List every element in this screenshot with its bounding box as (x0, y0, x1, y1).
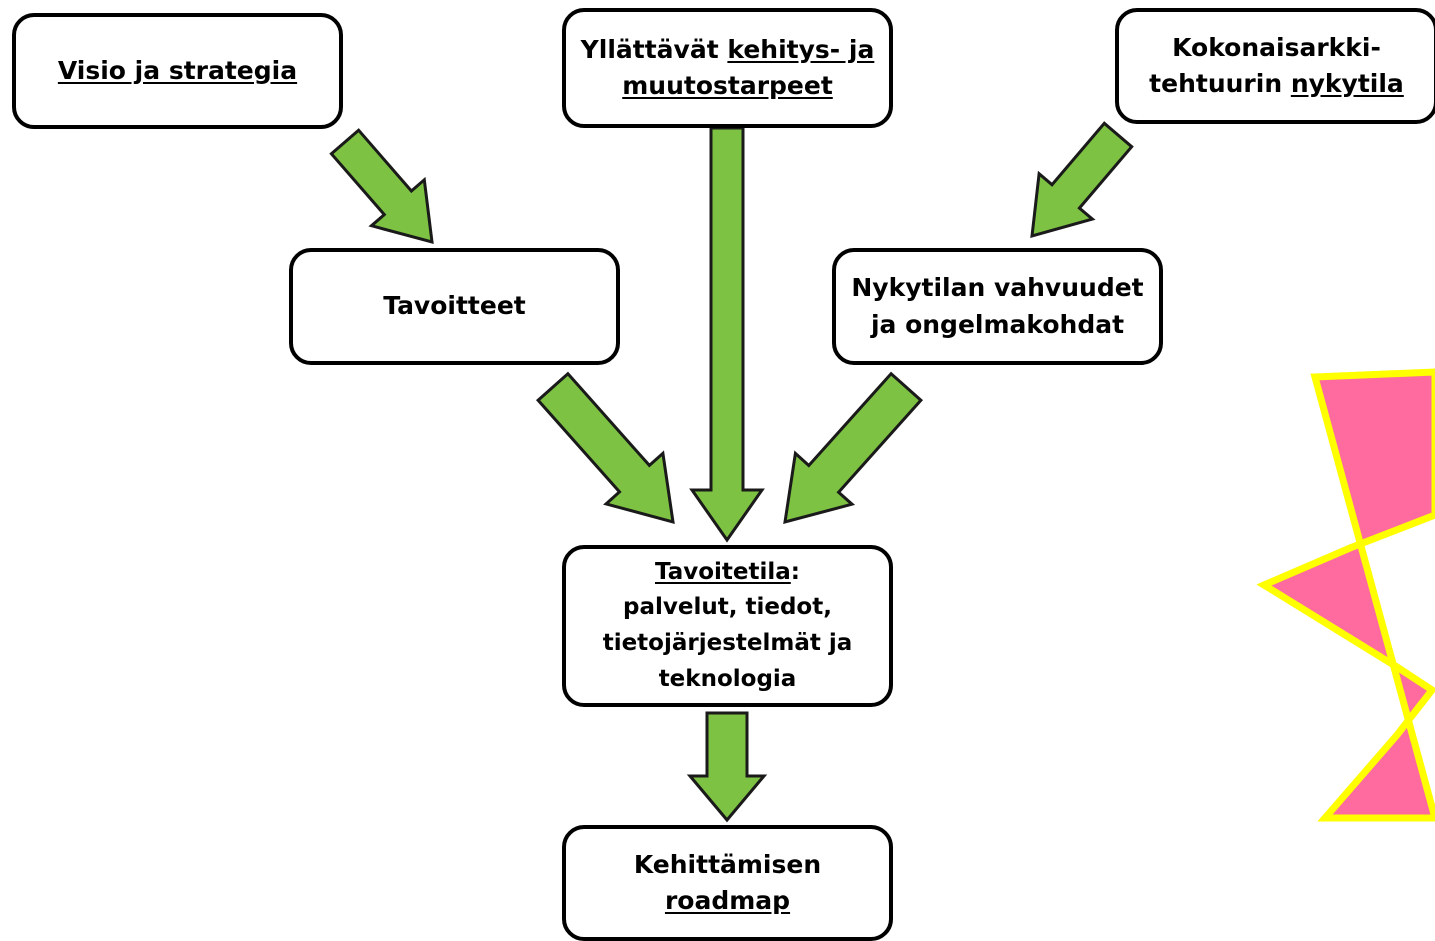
roadmap-label-line1: Kehittämisen (633, 849, 822, 879)
arrows-group (329, 121, 1134, 823)
yllattavat-label-line2: muutostarpeet (622, 71, 833, 100)
node-tavoitetila: Tavoitetila: palvelut, tiedot, tietojärj… (562, 545, 893, 707)
arrow-tavoitteet-to-tavoitetila (535, 371, 675, 525)
nykytilan-label-line1: Nykytilan vahvuudet (851, 273, 1144, 303)
arrow-nykytilan-to-tavoitetila (783, 371, 924, 525)
node-kehittamisen-roadmap: Kehittämisen roadmap (562, 825, 893, 941)
yllattavat-label-plain: Yllättävät (580, 34, 728, 64)
nykytilan-label-line2: ja ongelmakohdat (870, 309, 1125, 339)
roadmap-label-line2: roadmap (664, 886, 791, 915)
tavoitetila-label-underlined: Tavoitetila (654, 558, 791, 585)
node-visio-ja-strategia: Visio ja strategia (12, 13, 343, 129)
node-yllattavat-kehitystarpeet: Yllättävät kehitys- ja muutostarpeet (562, 8, 893, 128)
arrow-kokonais-to-nykytilan (1030, 121, 1134, 239)
tavoitetila-label-colon: : (790, 558, 800, 585)
kokonais-label-line2-underlined: nykytila (1290, 69, 1404, 98)
node-tavoitteet: Tavoitteet (289, 248, 620, 365)
arrow-visio-to-tavoitteet (329, 128, 434, 245)
arrow-yllattavat-to-tavoitetila (689, 126, 765, 543)
tavoitetila-label-line3: tietojärjestelmät ja (602, 630, 853, 656)
node-nykytilan-vahvuudet: Nykytilan vahvuudet ja ongelmakohdat (832, 248, 1163, 365)
starburst-decoration (1256, 368, 1435, 822)
yllattavat-label-underlined: kehitys- ja (727, 34, 875, 64)
arrow-tavoitetila-to-roadmap (686, 711, 768, 823)
tavoitetila-label-line4: teknologia (658, 665, 797, 692)
tavoitetila-label-line2: palvelut, tiedot, (623, 594, 832, 621)
kokonais-label-line1: Kokonaisarkki- (1172, 32, 1381, 62)
kokonais-label-line2-plain: tehtuurin (1149, 69, 1291, 98)
node-kokonaisarkkitehtuurin-nykytila: Kokonaisarkki- tehtuurin nykytila (1115, 8, 1435, 124)
tavoitteet-label: Tavoitteet (383, 291, 526, 321)
visio-label: Visio ja strategia (57, 55, 298, 85)
